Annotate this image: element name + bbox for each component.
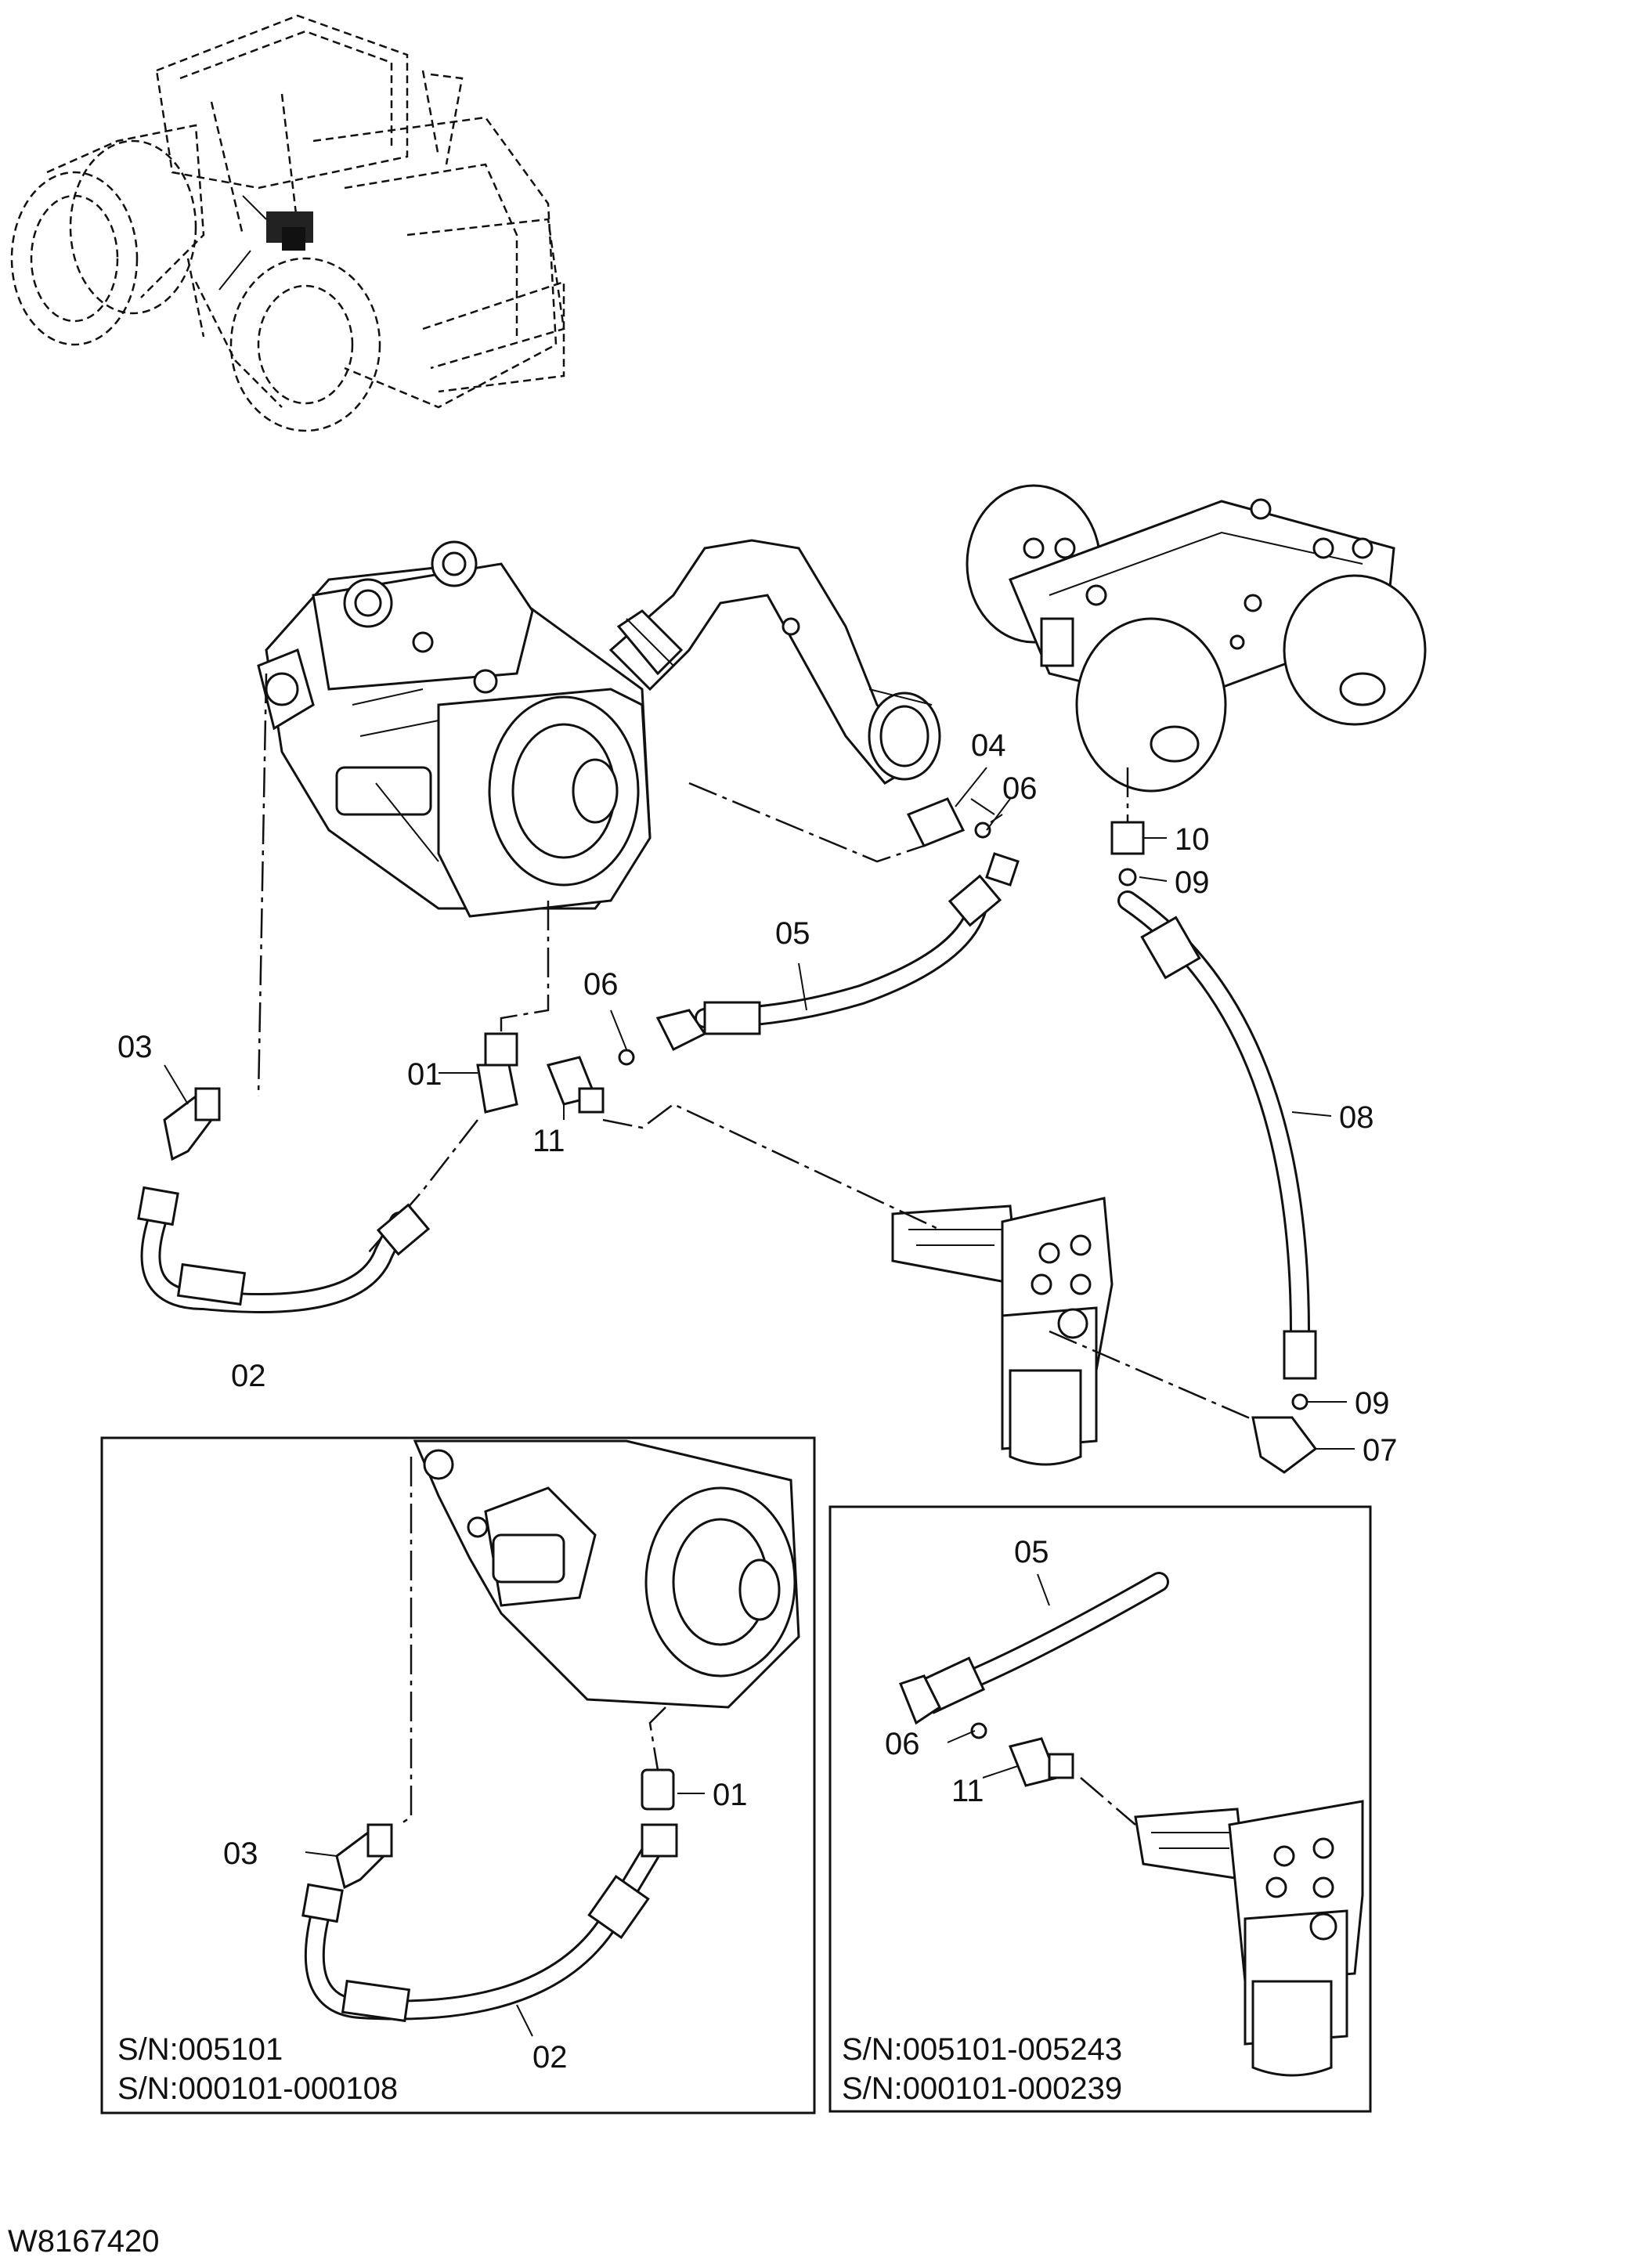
callout-09-upper: 09	[1175, 865, 1210, 900]
inset-left-serial-1: S/N:005101	[117, 2032, 283, 2067]
inset-right-drawing	[899, 1572, 1364, 2077]
inset-right-callout-05: 05	[1014, 1535, 1049, 1569]
inset-left-callout-01: 01	[713, 1778, 748, 1812]
inset-right-callouts: 05 06 11 S/N:005101-005243 S/N:000101-00…	[842, 1535, 1122, 2106]
inset-right-callout-06: 06	[885, 1727, 920, 1761]
callout-02: 02	[231, 1359, 266, 1393]
inset-right-serial-1: S/N:005101-005243	[842, 2032, 1122, 2067]
inset-left-drawing	[301, 1439, 800, 2037]
o-ring-icon	[618, 822, 1308, 1410]
inset-left-callouts: 01 03 02 S/N:005101 S/N:000101-000108	[117, 1778, 748, 2106]
callout-07: 07	[1363, 1433, 1398, 1468]
inset-left-callout-02: 02	[532, 2040, 568, 2075]
inset-left-frame	[100, 1436, 816, 2115]
callout-03: 03	[117, 1030, 153, 1064]
callout-11: 11	[532, 1124, 565, 1158]
callout-01: 01	[407, 1057, 442, 1092]
drawing-number: W8167420	[8, 2224, 159, 2259]
hydraulic-pump-icon	[257, 539, 941, 918]
callout-leaders	[164, 767, 1355, 1450]
callout-06-lower: 06	[583, 967, 619, 1002]
callout-04: 04	[971, 728, 1006, 763]
inset-right-frame	[828, 1505, 1372, 2113]
inset-left-callout-03: 03	[223, 1836, 258, 1871]
callout-06-upper: 06	[1002, 771, 1038, 806]
callout-05: 05	[775, 916, 810, 951]
callout-08: 08	[1339, 1100, 1374, 1135]
inset-right-serial-2: S/N:000101-000239	[842, 2071, 1122, 2106]
inset-left-serial-2: S/N:000101-000108	[117, 2071, 398, 2106]
accumulator-block-icon	[966, 484, 1427, 793]
filter-housing-icon	[891, 1197, 1114, 1466]
callouts-main: 03 01 02 04 06 05 06 11 10 09 08 09 07	[117, 728, 1398, 1468]
elbow-fitting-icon	[163, 797, 1318, 1474]
callout-10: 10	[1175, 822, 1210, 857]
callout-09-lower: 09	[1355, 1386, 1390, 1421]
machine-overview-icon	[10, 14, 565, 432]
inset-right-callout-11: 11	[951, 1774, 984, 1808]
hose-icon	[137, 852, 1317, 1380]
